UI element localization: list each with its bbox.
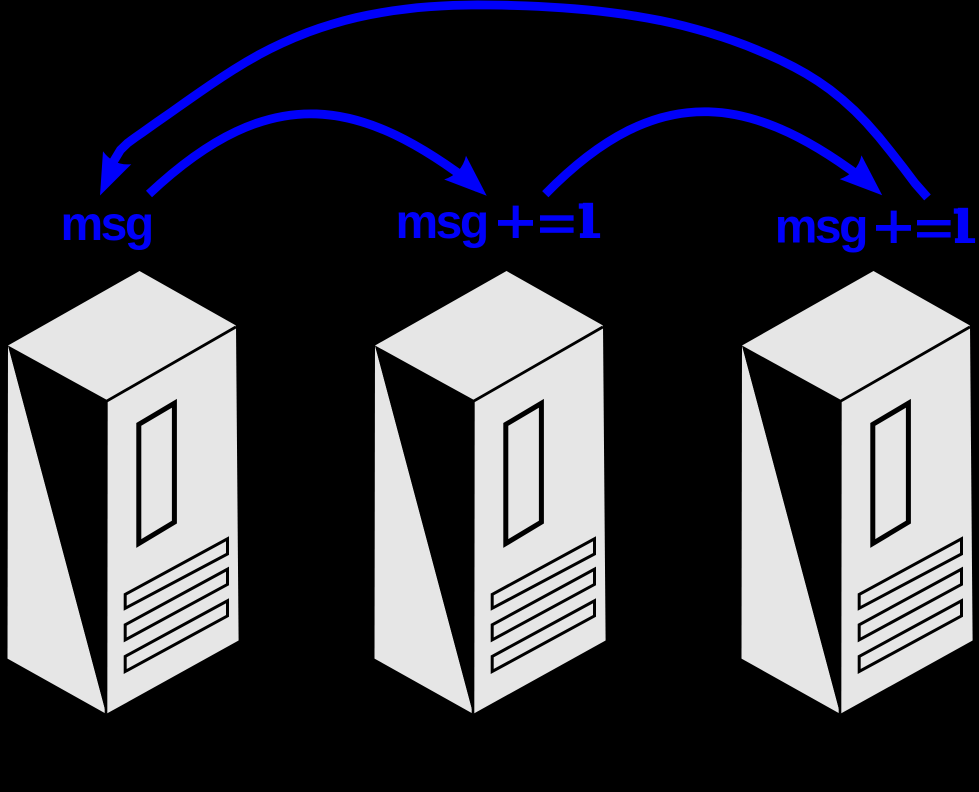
svg-text:msg: msg	[775, 201, 866, 254]
svg-text:msg: msg	[61, 198, 152, 251]
svg-text:msg: msg	[396, 196, 487, 249]
